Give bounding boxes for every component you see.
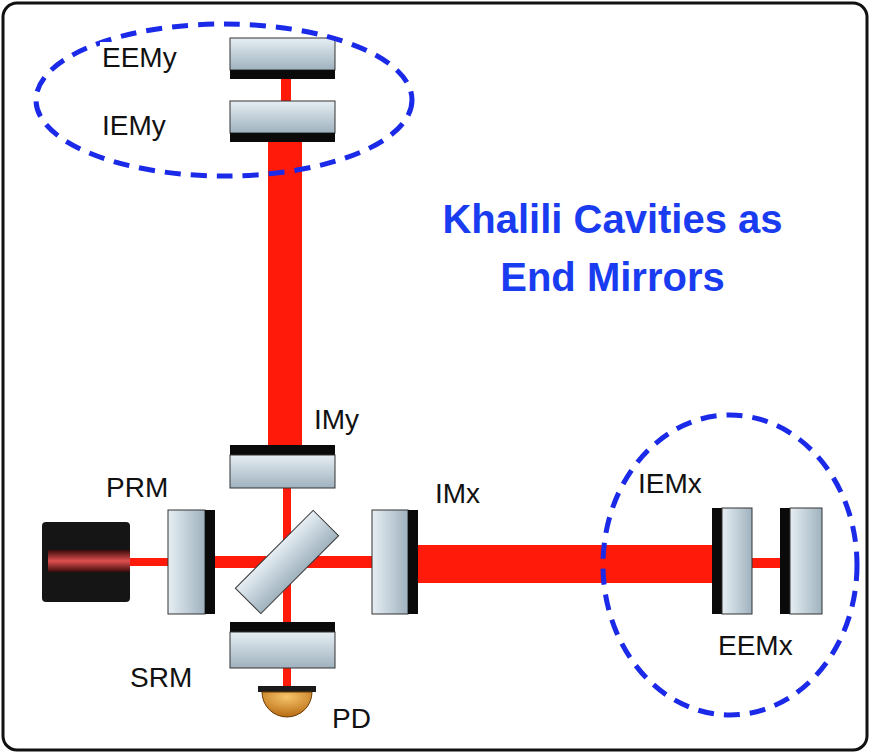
part-label: IMx — [433, 478, 482, 510]
part-label: EEMx — [716, 630, 795, 662]
cavity-outline — [603, 415, 857, 715]
part-label: EEMy — [100, 42, 179, 74]
part-label: IEMy — [100, 110, 168, 142]
part-label: SRM — [128, 662, 194, 694]
part-label: IMy — [312, 404, 361, 436]
part-label: IEMx — [636, 468, 704, 500]
title: Khalili Cavities as End Mirrors — [430, 190, 795, 306]
cavity-outline — [36, 24, 412, 176]
part-label: PRM — [104, 472, 170, 504]
frame — [3, 3, 867, 750]
laser-beams — [130, 78, 780, 688]
part-label: PD — [330, 703, 373, 735]
